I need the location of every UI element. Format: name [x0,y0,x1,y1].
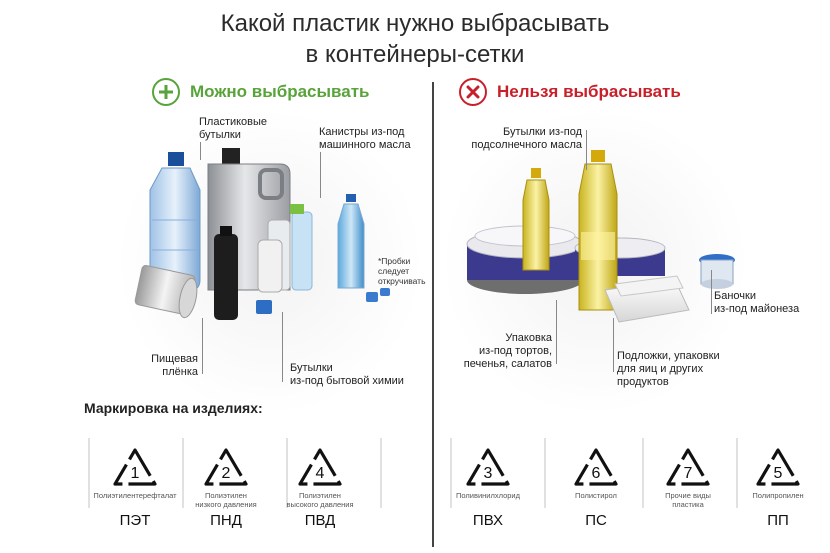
leader-line [320,152,321,198]
leader-line [200,142,201,160]
allowed-illustration [134,148,390,320]
code-separator [544,438,546,508]
plastic-name: Поливинилхлорид [436,491,540,509]
plastic-abbreviation: ПЭТ [119,512,151,529]
recycling-triangle-icon: 1 [113,448,157,486]
center-divider [432,82,434,547]
code-separator [450,438,452,508]
film-roll [134,265,198,319]
plastic-abbreviation: ПП [767,512,789,529]
plastic-name-line: Прочие виды [665,491,711,500]
mayonnaise-jar [699,254,735,289]
forbidden-header: Нельзя выбрасывать [459,76,681,108]
recycling-code-number: 2 [222,465,231,482]
allowed-heading: Можно выбрасывать [190,82,370,101]
plastic-name: Полистирол [544,491,648,509]
recycling-code-number: 1 [131,465,140,482]
oil-bottles [522,150,618,311]
recycling-code-number: 6 [592,465,601,482]
code-separator [88,438,90,508]
plastic-name-line: Полистирол [575,491,617,500]
page-title: Какой пластик нужно выбрасывать в контей… [0,8,830,70]
title-line-2: в контейнеры-сетки [305,41,525,68]
recycling-code-number: 4 [316,465,325,482]
leader-line [202,318,203,374]
plastic-name-line: Полиэтилентерефталат [93,491,177,500]
egg-tray [604,275,690,323]
clear-bottle [337,194,365,289]
plastic-name-line: низкого давления [195,500,257,509]
plastic-name-line: высокого давления [286,500,354,509]
plastic-name-line: Поливинилхлорид [456,491,520,500]
plastic-name-line: Полипропилен [752,491,804,500]
plastic-name-line: пластика [672,500,704,509]
code-separator [736,438,738,508]
leader-line [556,300,557,364]
plastic-abbreviation: ПВД [304,512,336,529]
allowed-header: Можно выбрасывать [152,76,370,108]
marking-title: Маркировка на изделиях: [84,400,263,416]
recycling-triangle-icon: 4 [298,448,342,486]
chemical-bottles [214,204,390,320]
code-separator [642,438,644,508]
cross-icon [459,78,487,106]
code-separator [182,438,184,508]
leader-line [586,130,587,170]
leader-line [613,318,614,372]
recycling-triangle-icon: 5 [756,448,800,486]
plastic-name-line: Полиэтилен [299,491,341,500]
recycling-code-number: 7 [684,465,693,482]
cake-container [466,225,666,294]
plastic-name: Полиэтилентерефталат [83,491,187,509]
recycling-triangle-icon: 6 [574,448,618,486]
plastic-name-line: Полиэтилен [205,491,247,500]
plastic-abbreviation: ПНД [210,512,242,529]
plastic-abbreviation: ПВХ [472,512,504,529]
recycling-triangle-icon: 3 [466,448,510,486]
forbidden-illustration [466,150,735,323]
leader-line [282,312,283,382]
recycling-code-number: 5 [774,465,783,482]
recycling-triangle-icon: 2 [204,448,248,486]
plus-icon [152,78,180,106]
forbidden-heading: Нельзя выбрасывать [497,82,681,101]
title-line-1: Какой пластик нужно выбрасывать [220,10,610,37]
plastic-abbreviation: ПС [585,512,607,529]
plastic-name: Полипропилен [726,491,830,509]
code-separator [286,438,288,508]
recycling-code-number: 3 [484,465,493,482]
recycling-triangle-icon: 7 [666,448,710,486]
code-separator [380,438,382,508]
leader-line [711,270,712,314]
